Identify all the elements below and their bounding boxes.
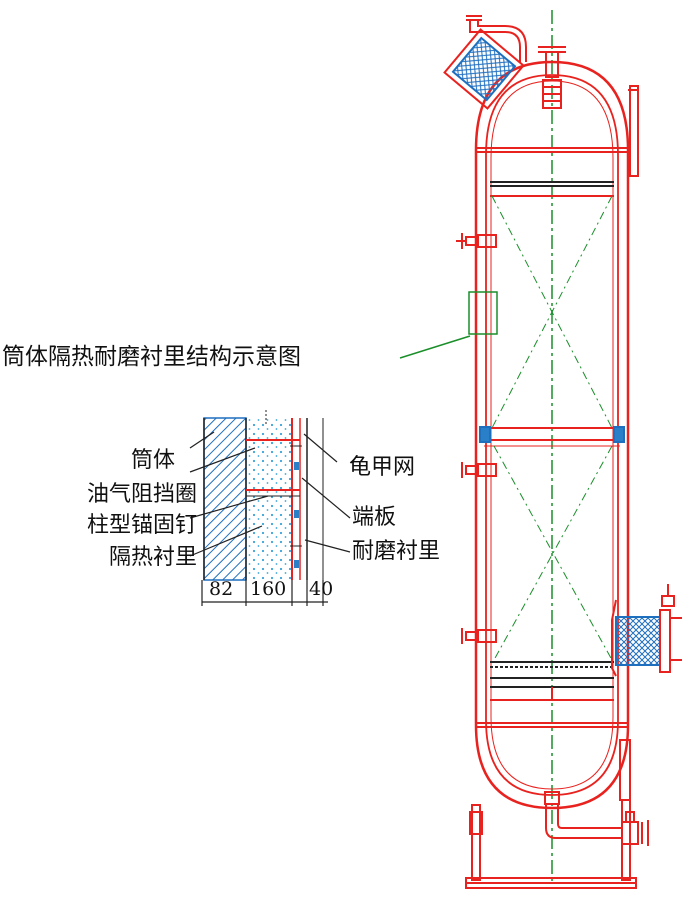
label-shell: 筒体 [131, 448, 176, 473]
dimension-160: 160 [250, 578, 287, 600]
insulation-layer [246, 418, 292, 580]
callout-box [468, 291, 498, 335]
bottom-outlet-pipe [544, 791, 649, 846]
shell-layer [203, 417, 247, 581]
top-center-nozzle [538, 46, 566, 109]
label-end-plate: 端板 [352, 505, 397, 530]
internal-diagonals [491, 195, 613, 661]
diagram-title: 筒体隔热耐磨衬里结构示意图 [2, 344, 301, 370]
vessel-inner-lining [485, 74, 619, 796]
top-inlet-nozzle [443, 15, 527, 110]
side-nozzle-lower [461, 628, 497, 644]
label-gas-ring: 油气阻挡圈 [87, 482, 198, 507]
side-nozzle-middle [461, 462, 497, 478]
dimension-line [201, 580, 328, 606]
lining-section-detail [189, 410, 351, 606]
side-manway [611, 584, 682, 677]
label-anchor-nail: 柱型锚固钉 [87, 513, 198, 538]
vessel-drawing [443, 10, 682, 889]
label-insulation: 隔热衬里 [109, 545, 198, 570]
support-legs [465, 739, 637, 889]
dimension-82: 82 [209, 578, 234, 600]
side-nozzle-upper [456, 233, 497, 249]
label-hex-mesh: 龟甲网 [349, 455, 416, 480]
label-wear-lining: 耐磨衬里 [352, 539, 441, 564]
title-leader-line [399, 335, 471, 359]
dimension-40: 40 [309, 578, 334, 600]
